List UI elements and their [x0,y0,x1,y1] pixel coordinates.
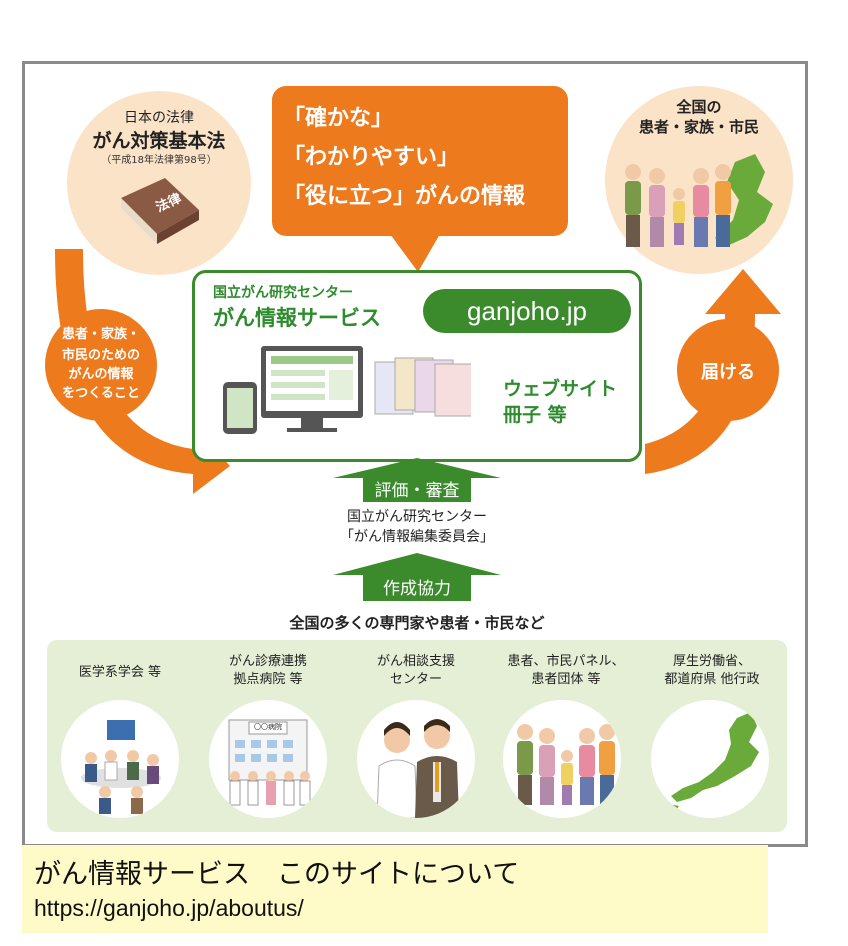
speech-line2: 「わかりやすい」 [283,145,460,170]
source-title: がん情報サービス このサイトについて [34,859,520,890]
create-line1: 患者・家族・ [61,327,140,342]
law-line1: 日本の法律 [124,110,194,126]
ganjoho-badge: ganjoho.jp [423,289,631,333]
committee-line2: 「がん情報編集委員会」 [340,529,494,545]
partner-3-line2: センター [389,672,442,687]
review-arrow [333,458,501,502]
patient-panel-icon [503,700,621,818]
committee-line1: 国立がん研究センター [347,509,487,525]
devices-and-booklets-icon [223,346,471,434]
cooperate-label: 作成協力 [383,579,451,599]
media-line1: ウェブサイト [503,378,618,400]
deliver-circle [677,319,779,421]
right-flow-arrow [645,269,781,474]
partner-2-line2: 拠点病院 等 [233,672,303,687]
consultation-center-icon [357,700,475,818]
service-name: がん情報サービス [213,306,381,330]
academic-society-icon [61,700,179,818]
cooperate-caption: 全国の多くの専門家や患者・市民など [289,614,545,632]
cooperate-arrow [333,553,501,601]
partner-2-line1: がん診療連携 [228,654,307,669]
hospital-icon [209,700,327,818]
audience-line1: 全国の [676,98,722,116]
partner-4-line1: 患者、市民パネル、 [507,654,625,669]
law-number: （平成18年法律第98号） [101,155,217,166]
speech-line1: 「確かな」 [283,106,394,131]
partner-3-line1: がん相談支援 [376,654,455,669]
law-title: がん対策基本法 [92,130,226,152]
hospital-sign: 〇〇病院 [254,723,282,731]
partner-5-line2: 都道府県 他行政 [664,672,760,687]
speech-bubble-tail [390,234,440,272]
law-book-icon [121,178,199,244]
create-line3: がんの情報 [68,367,134,382]
create-info-circle [45,309,157,421]
source-url[interactable]: https://ganjoho.jp/aboutus/ [34,895,304,921]
speech-bubble [272,86,568,236]
deliver-label: 届ける [701,362,755,383]
audience-line2: 患者・家族・市民 [638,118,759,136]
service-org: 国立がん研究センター [213,285,353,301]
media-line2: 冊子 等 [503,404,567,426]
speech-line3: 「役に立つ」がんの情報 [283,184,526,209]
create-line2: 市民のための [61,348,140,363]
family-with-map-icon [625,154,773,247]
partner-5-line1: 厚生労働省、 [672,654,751,669]
diagram-frame: 日本の法律 がん対策基本法 （平成18年法律第98号） 法律 「確かな」 「わか… [22,61,808,847]
create-line4: をつくること [62,386,140,401]
review-label: 評価・審査 [374,481,460,501]
japan-map-icon [651,700,769,818]
source-caption-box [22,845,768,933]
partner-4-line2: 患者団体 等 [531,672,601,687]
partner-1-line1: 医学系学会 等 [78,665,162,680]
